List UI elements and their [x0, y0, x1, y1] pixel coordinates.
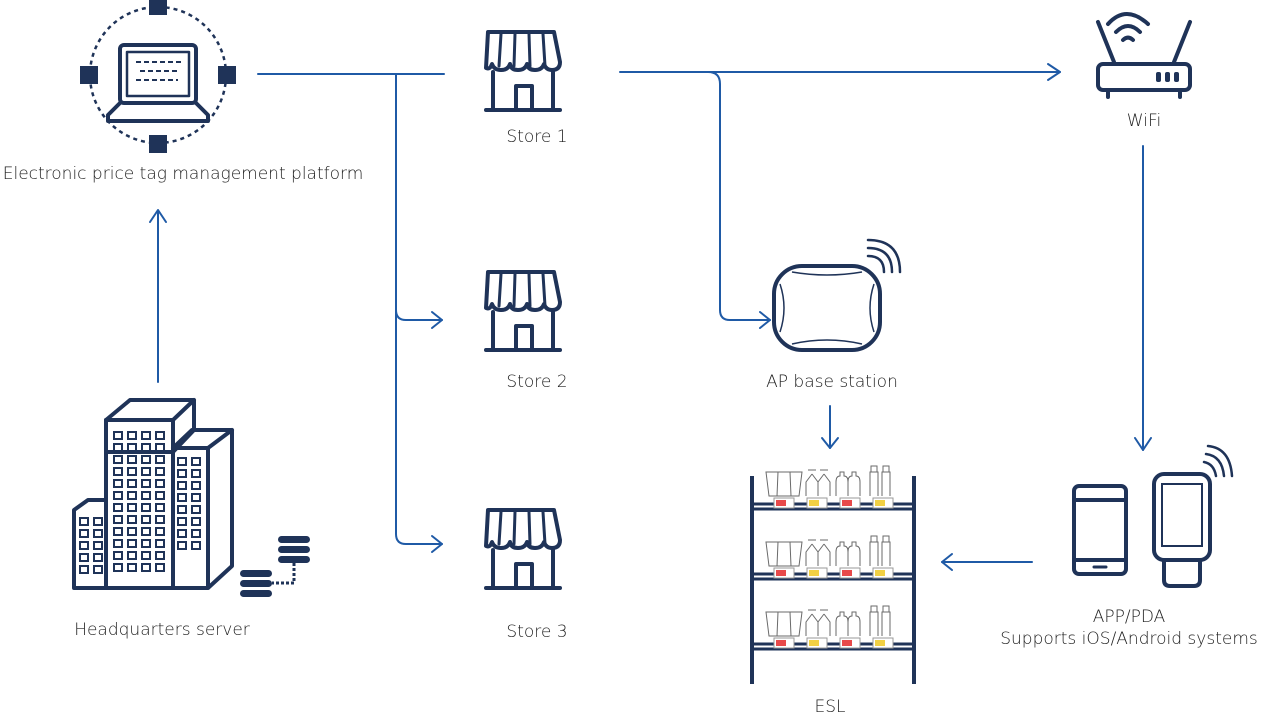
storefront-icon-store2 — [484, 270, 562, 352]
store2-label: Store 2 — [506, 372, 568, 392]
flow-wifi-to-app — [1134, 145, 1152, 451]
laptop-network-icon — [80, 0, 236, 153]
shelf-row-2 — [765, 535, 894, 579]
office-buildings-server-icon — [72, 398, 310, 597]
storefront-icon-store1 — [484, 30, 562, 112]
platform-label: Electronic price tag management platform — [2, 164, 364, 184]
store1-label: Store 1 — [506, 127, 568, 147]
shelf-row-1 — [765, 465, 894, 509]
flow-hq-to-platform — [149, 209, 167, 383]
phone-pda-icon — [1072, 444, 1234, 588]
wifi-label: WiFi — [1126, 111, 1162, 131]
storefront-icon-store3 — [484, 508, 562, 590]
shelf-price-tags-icon — [750, 465, 916, 684]
esl-label: ESL — [814, 697, 846, 717]
access-point-icon — [772, 238, 902, 352]
ap-label: AP base station — [766, 372, 898, 392]
flow-platform-to-stores — [257, 73, 445, 553]
store3-label: Store 3 — [506, 622, 568, 642]
app-pda-label-line1: APP/PDA — [1092, 607, 1166, 627]
flow-ap-to-esl — [821, 405, 839, 449]
hq-server-label: Headquarters server — [74, 620, 250, 640]
app-pda-label-line2: Supports iOS/Android systems — [1000, 629, 1258, 649]
flow-app-to-esl — [941, 553, 1033, 571]
shelf-row-3 — [765, 605, 894, 649]
flow-store1-to-wifi-and-ap — [619, 63, 1061, 329]
wifi-router-icon — [1096, 12, 1192, 99]
